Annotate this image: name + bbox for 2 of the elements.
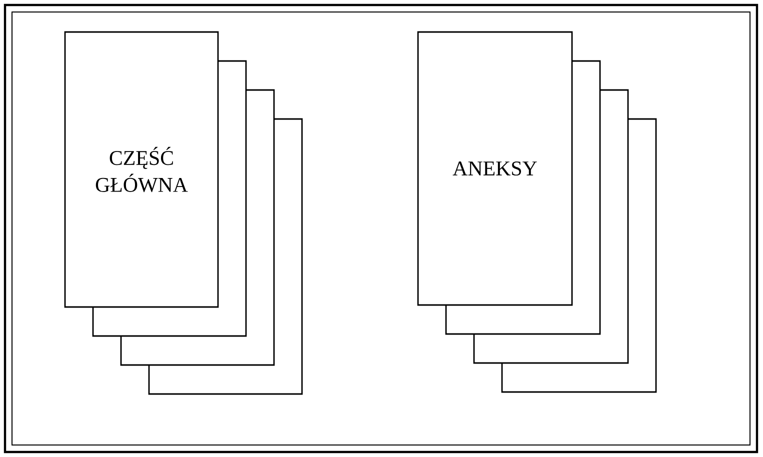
page-box: ANEKSY: [417, 31, 573, 306]
page-box: CZĘŚĆ GŁÓWNA: [64, 31, 219, 308]
